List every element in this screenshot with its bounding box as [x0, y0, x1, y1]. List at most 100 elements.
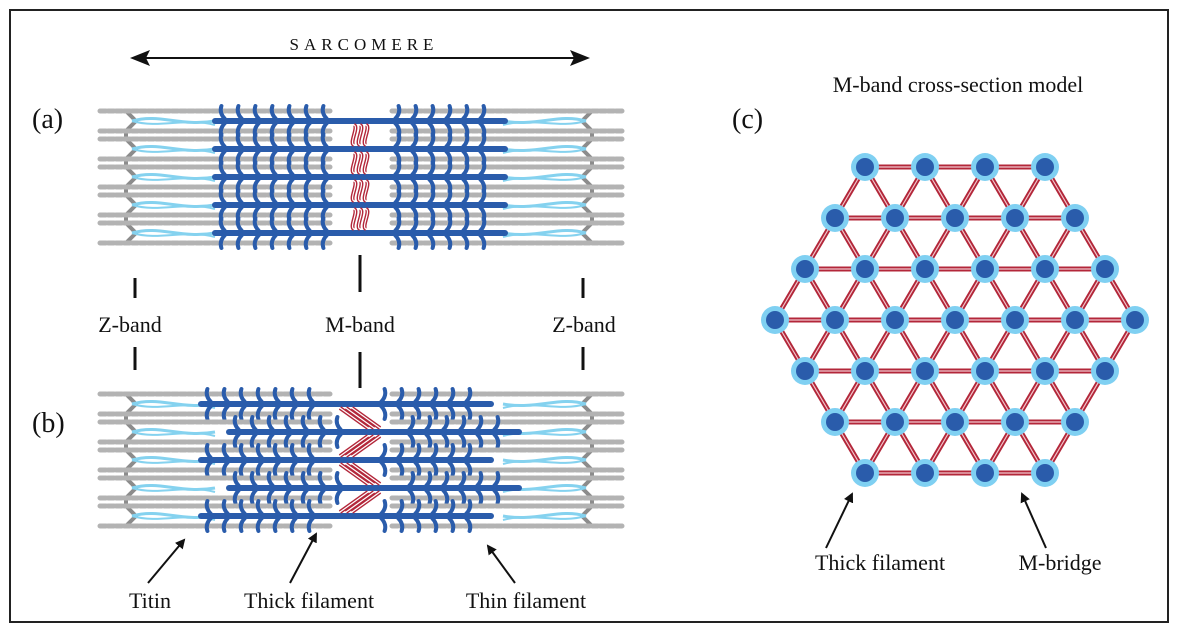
- myosin-head: [255, 460, 264, 477]
- thick-filament-node: [976, 158, 994, 176]
- myosin-head: [475, 488, 484, 505]
- myosin-head: [272, 460, 281, 477]
- myosin-head: [334, 471, 343, 488]
- myosin-head: [317, 488, 326, 505]
- thick-filament-node: [916, 464, 934, 482]
- myosin-head: [413, 516, 422, 533]
- myosin-head: [464, 443, 473, 460]
- m-bridge: [351, 407, 381, 429]
- myosin-head: [303, 104, 312, 121]
- myosin-head: [286, 188, 295, 205]
- myosin-head: [427, 216, 436, 233]
- m-bridge: [339, 463, 369, 485]
- titin: [131, 120, 216, 126]
- myosin-head: [289, 516, 298, 533]
- myosin-head: [430, 516, 439, 533]
- myosin-head: [289, 387, 298, 404]
- myosin-head: [266, 432, 275, 449]
- myosin-head: [475, 415, 484, 432]
- sarcomere-diagram-relaxed: [97, 104, 625, 250]
- titin: [131, 487, 216, 493]
- myosin-head: [413, 443, 422, 460]
- myosin-head: [393, 188, 402, 205]
- thick-filament-node: [766, 311, 784, 329]
- myosin-head: [238, 443, 247, 460]
- myosin-head: [427, 160, 436, 177]
- myosin-head: [300, 432, 309, 449]
- myosin-head: [300, 488, 309, 505]
- m-bridge-arrow: [1020, 492, 1047, 549]
- thick-filament-node: [856, 260, 874, 278]
- thick-filament-node: [1036, 362, 1054, 380]
- myosin-head: [306, 499, 315, 516]
- myosin-head: [300, 415, 309, 432]
- myosin-head: [255, 404, 264, 421]
- myosin-head: [410, 104, 419, 121]
- m-bridge: [345, 407, 375, 429]
- titin: [502, 204, 587, 210]
- thick-filament-arrow: [289, 532, 317, 584]
- myosin-head: [221, 460, 230, 477]
- thick-filament-node: [1006, 209, 1024, 227]
- myosin-head: [396, 460, 405, 477]
- thick-filament-node: [826, 413, 844, 431]
- m-bridge: [363, 124, 369, 146]
- myosin-head: [289, 443, 298, 460]
- myosin-head: [464, 499, 473, 516]
- m-band-lattice: [761, 153, 1149, 487]
- myosin-head: [232, 471, 241, 488]
- thick-filament-node: [1066, 311, 1084, 329]
- myosin-head: [461, 216, 470, 233]
- titin-arrow: [147, 538, 186, 584]
- titin: [502, 148, 587, 154]
- m-bridge: [357, 180, 363, 202]
- myosin-head: [430, 387, 439, 404]
- z-band-right-label: Z-band: [552, 312, 616, 337]
- myosin-head: [303, 233, 312, 250]
- thick-filament-node: [886, 311, 904, 329]
- myosin-head: [444, 188, 453, 205]
- titin: [131, 204, 216, 210]
- thick-filament-node: [1066, 209, 1084, 227]
- myosin-head: [221, 443, 230, 460]
- myosin-head: [286, 233, 295, 250]
- myosin-head: [407, 432, 416, 449]
- myosin-head: [235, 132, 244, 149]
- titin-label: Titin: [129, 588, 171, 613]
- myosin-head: [235, 216, 244, 233]
- thick-filament-label-b: Thick filament: [244, 588, 374, 613]
- myosin-head: [478, 188, 487, 205]
- myosin-head: [249, 415, 258, 432]
- titin: [502, 515, 587, 521]
- myosin-head: [410, 233, 419, 250]
- titin: [131, 431, 216, 437]
- m-bridge: [357, 124, 363, 146]
- myosin-head: [235, 104, 244, 121]
- myosin-head: [255, 387, 264, 404]
- myosin-head: [238, 460, 247, 477]
- myosin-head: [272, 387, 281, 404]
- myosin-head: [272, 516, 281, 533]
- myosin-head: [218, 132, 227, 149]
- myosin-head: [306, 404, 315, 421]
- myosin-head: [458, 432, 467, 449]
- myosin-head: [413, 499, 422, 516]
- myosin-head: [289, 460, 298, 477]
- myosin-head: [444, 233, 453, 250]
- thick-filament-node: [1006, 311, 1024, 329]
- myosin-head: [218, 233, 227, 250]
- myosin-head: [204, 404, 213, 421]
- myosin-head: [283, 471, 292, 488]
- myosin-head: [320, 160, 329, 177]
- myosin-head: [475, 471, 484, 488]
- myosin-head: [269, 188, 278, 205]
- myosin-head: [379, 460, 388, 477]
- myosin-head: [379, 443, 388, 460]
- thick-filament-node: [1036, 464, 1054, 482]
- myosin-head: [252, 132, 261, 149]
- myosin-head: [306, 516, 315, 533]
- myosin-head: [269, 132, 278, 149]
- thin-filament-label: Thin filament: [466, 588, 586, 613]
- myosin-head: [221, 387, 230, 404]
- myosin-head: [407, 471, 416, 488]
